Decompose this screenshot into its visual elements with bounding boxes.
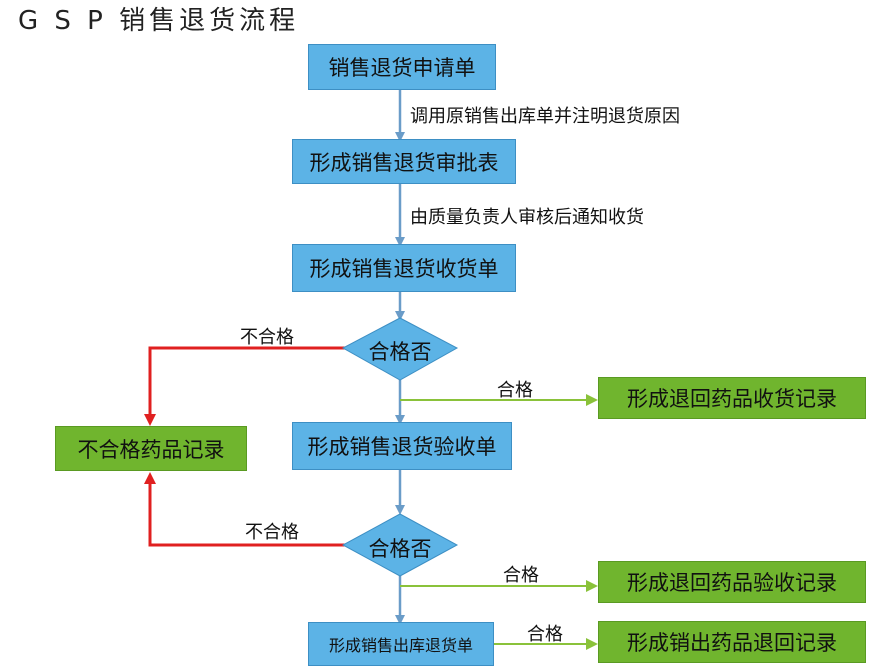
pass-label-2: 合格 (503, 565, 539, 586)
decision-label-1: 合格否 (368, 340, 432, 364)
decision-diamond-1 (341, 317, 459, 381)
fail-label-2: 不合格 (245, 522, 299, 543)
node-receipt-record: 形成退回药品收货记录 (598, 377, 866, 419)
node-outbound-return-slip: 形成销售出库退货单 (308, 622, 494, 666)
edge-label-approval-to-receipt: 由质量负责人审核后通知收货 (410, 207, 644, 228)
pass-label-1: 合格 (497, 380, 533, 401)
decision-diamond-2 (341, 513, 459, 577)
node-return-record: 形成销出药品退回记录 (598, 621, 866, 663)
fail-line-2 (144, 472, 348, 547)
page-title: G S P 销售退货流程 (18, 6, 300, 36)
pass-label-3: 合格 (527, 624, 563, 645)
node-sales-return-request: 销售退货申请单 (308, 44, 496, 90)
node-nonconforming-record: 不合格药品记录 (55, 426, 247, 471)
node-return-approval-form: 形成销售退货审批表 (292, 139, 516, 184)
node-inspection-record: 形成退回药品验收记录 (598, 561, 866, 603)
node-return-inspection: 形成销售退货验收单 (292, 422, 512, 470)
edge-label-request-to-approval: 调用原销售出库单并注明退货原因 (410, 106, 680, 127)
fail-line-1 (144, 346, 348, 426)
node-return-receipt: 形成销售退货收货单 (292, 244, 516, 292)
decision-label-2: 合格否 (368, 537, 432, 561)
fail-label-1: 不合格 (240, 327, 294, 348)
